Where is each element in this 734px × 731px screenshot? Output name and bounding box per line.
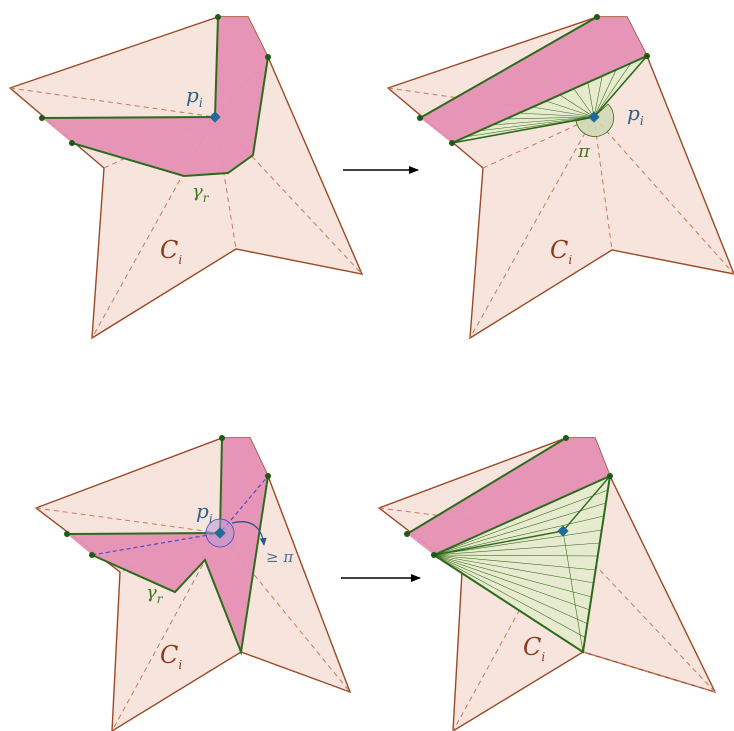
vertex-dots <box>64 435 271 558</box>
vertex-dots <box>417 14 650 146</box>
path-gamma <box>91 475 269 656</box>
fan-region <box>434 476 610 652</box>
path-bottom <box>433 475 611 556</box>
path-bottom <box>451 55 648 144</box>
strip-region <box>420 17 647 143</box>
label-point: pi <box>186 83 203 110</box>
label-angle-geq-pi: ≥ π <box>266 548 294 566</box>
vertex-dots <box>404 435 613 558</box>
strip-region <box>67 438 268 652</box>
path-top <box>419 16 598 119</box>
point-marker <box>557 525 569 537</box>
path-top <box>406 437 567 535</box>
label-cell: Ci <box>550 236 572 267</box>
label-point: pi <box>196 499 213 526</box>
label-angle-pi: π <box>577 141 591 162</box>
strip-region <box>42 17 268 176</box>
label-path: γr <box>146 582 164 606</box>
vertex-dots <box>39 14 271 146</box>
star-polygon <box>8 16 364 340</box>
label-cell: Ci <box>160 236 182 267</box>
label-path: γr <box>192 181 210 205</box>
curved-arrow <box>231 521 267 546</box>
star-polygon <box>34 437 352 731</box>
panel-bottom-right: Ci <box>377 435 717 731</box>
label-cell: Ci <box>523 633 545 664</box>
label-cell: Ci <box>160 641 182 672</box>
panel-top-right: pi π Ci <box>386 14 734 340</box>
label-point: pi <box>627 101 644 128</box>
path-gamma <box>433 475 611 654</box>
point-marker <box>214 527 226 539</box>
panel-bottom-left: pi ≥ π γr Ci <box>34 435 352 731</box>
path-gamma <box>71 56 269 178</box>
panel-top-left: pi γr Ci <box>8 14 364 340</box>
strip-region <box>407 438 610 555</box>
